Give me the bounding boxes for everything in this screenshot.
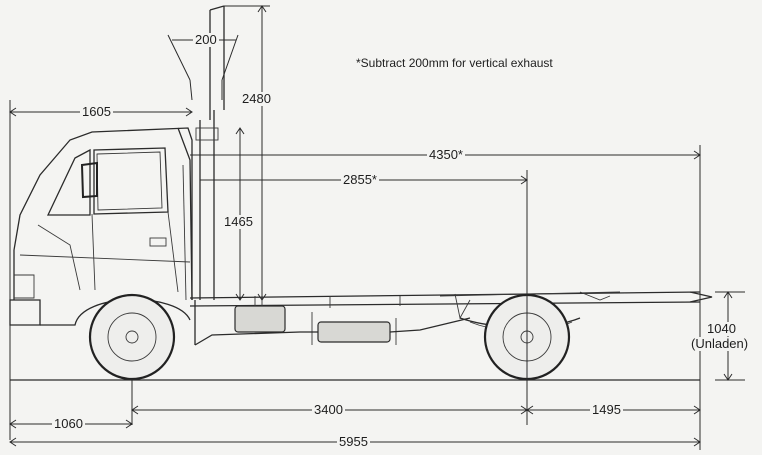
dim-frame-overall: 4350* [427, 147, 465, 162]
truck-outline [9, 5, 713, 346]
dim-exhaust-height: 2480 [240, 91, 273, 106]
dim-wheelbase: 3400 [312, 402, 345, 417]
exhaust-note: *Subtract 200mm for vertical exhaust [356, 56, 553, 70]
dim-cab-length: 1605 [80, 104, 113, 119]
front-wheel [88, 293, 176, 381]
dim-frame-height-note: (Unladen) [689, 336, 751, 351]
dim-cab-to-axle: 2855* [341, 172, 379, 187]
dim-rear-overhang: 1495 [590, 402, 623, 417]
dim-frame-height: 1040 [705, 321, 738, 336]
dim-cab-height: 1465 [222, 214, 255, 229]
dim-exhaust-offset: 200 [193, 32, 219, 47]
dim-front-overhang: 1060 [52, 416, 85, 431]
dim-overall-length: 5955 [337, 434, 370, 449]
dimension-lines [9, 5, 745, 450]
